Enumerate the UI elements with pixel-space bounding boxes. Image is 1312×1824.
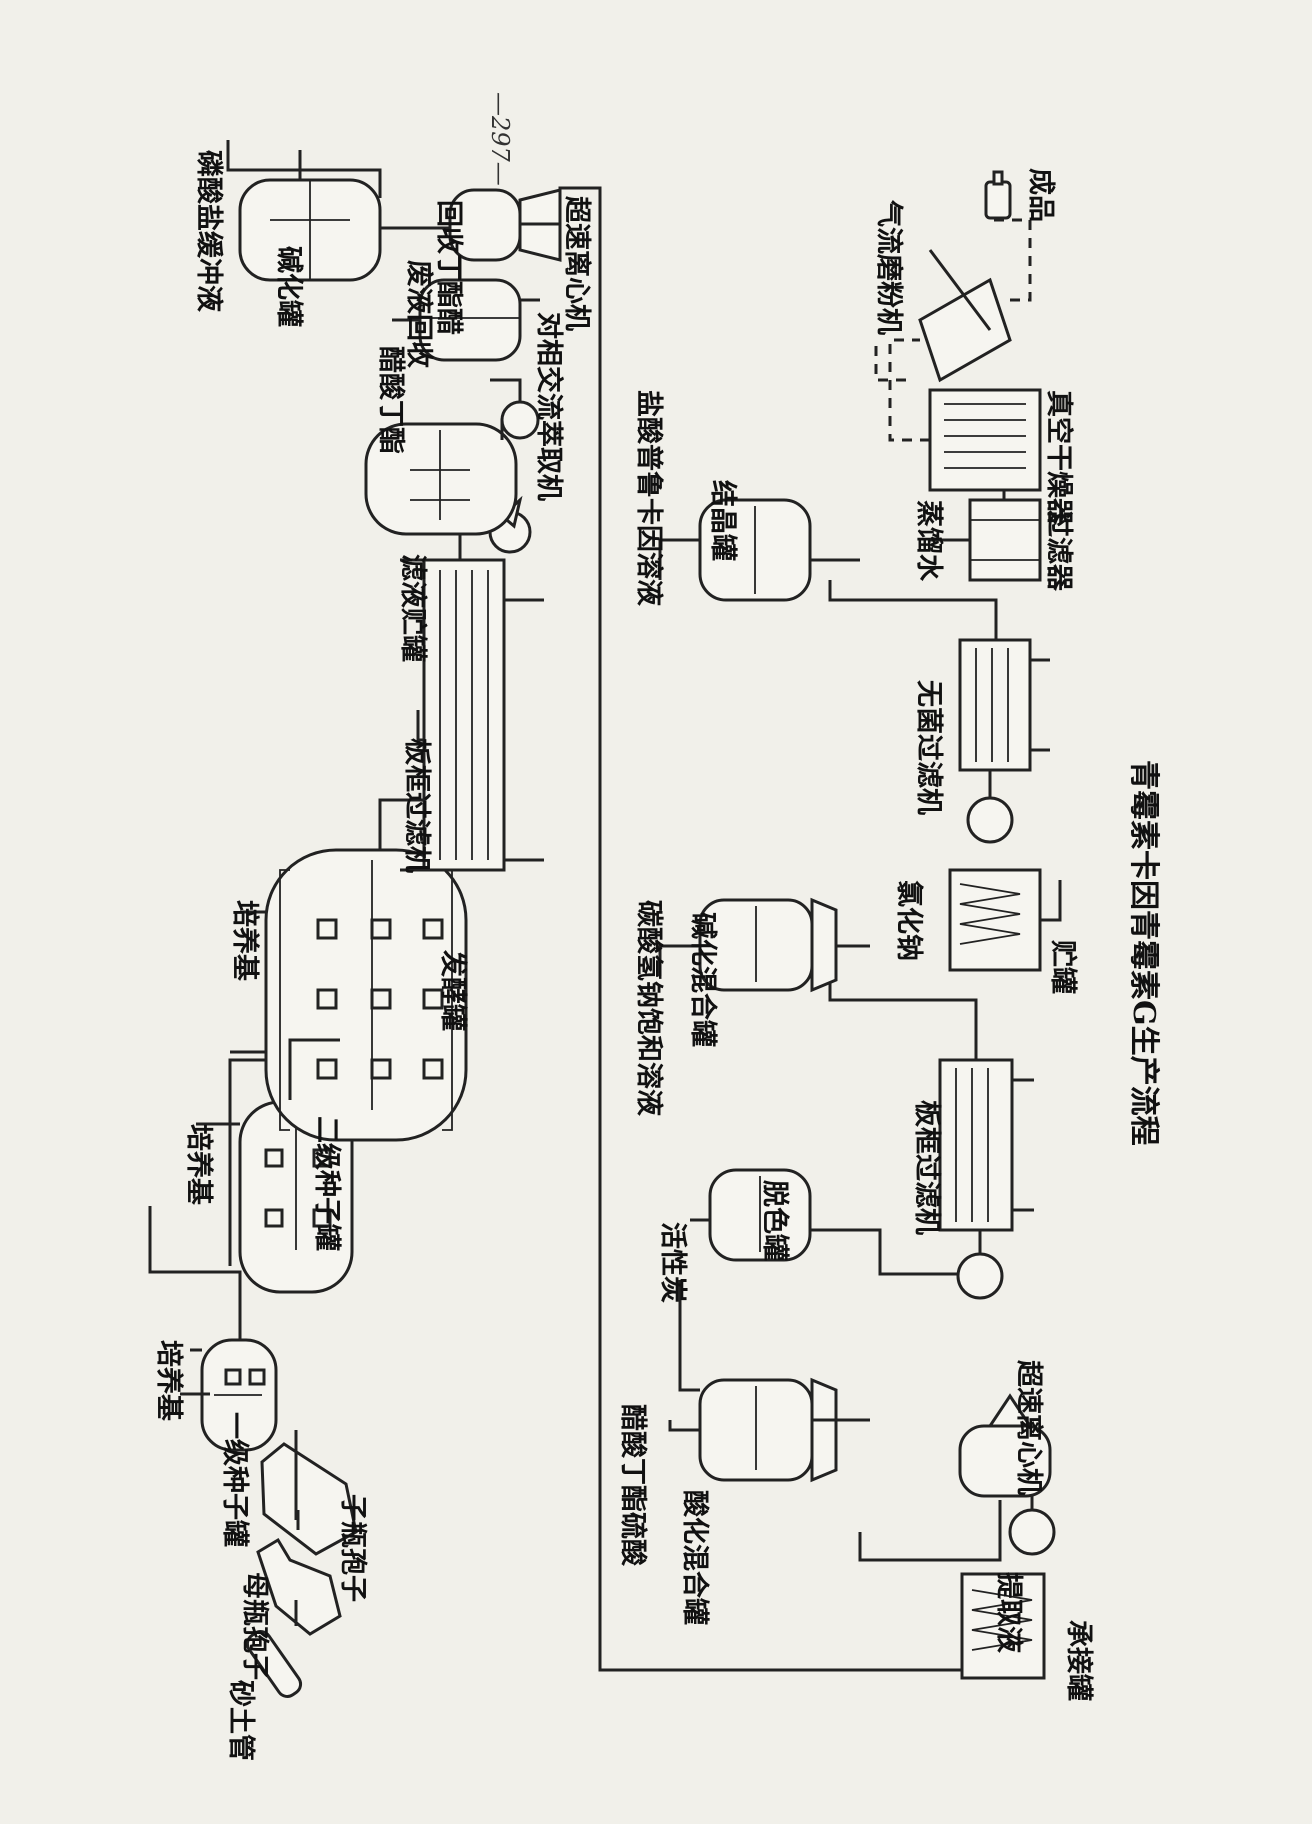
label-acidification-mixing-tank: 酸化混合罐 — [679, 1490, 711, 1625]
plate-frame-filter-bottom — [940, 1060, 1034, 1230]
label-ultracentrifuge-bottom: 超速离心机 — [1013, 1360, 1045, 1495]
label-sand-tube: 砂土管 — [225, 1680, 256, 1761]
label-storage-tank: 贮罐 — [1047, 940, 1079, 994]
pump-icon — [1010, 1510, 1054, 1554]
label-alkali-mixing-tank: 碱化混合罐 — [687, 912, 719, 1047]
pump-icon — [958, 1254, 1002, 1298]
label-receiving-tank: 承接罐 — [1063, 1620, 1095, 1701]
flow-line — [150, 1206, 240, 1340]
label-butyl-acetate-sulfuric: 醋酸丁酯硫酸 — [617, 1404, 649, 1567]
air-mill-icon — [920, 250, 1010, 380]
label-procaine-solution: 盐酸普鲁卡因溶液 — [633, 390, 665, 606]
label-vacuum-dryer: 真空干燥器 — [1043, 390, 1075, 526]
label-mother-flask: 母瓶孢子 — [239, 1572, 271, 1680]
label-butyl-acetate-top: 醋酸丁酯 — [375, 346, 406, 454]
flow-line — [860, 1500, 1000, 1560]
label-air-mill: 气流磨粉机 — [873, 199, 904, 335]
flow-line — [1040, 880, 1060, 920]
label-sodium-bicarbonate: 碳酸氢钠饱和溶液 — [633, 900, 665, 1116]
alkalization-tank — [240, 180, 380, 280]
diagram-title: 青霉素卡因青霉素G生产流程 — [1126, 760, 1161, 1146]
label-recovered-butyl-acetate: 回收丁酯醋 — [433, 200, 464, 335]
label-sodium-chloride: 氯化钠 — [893, 880, 925, 961]
label-plate-frame-filter-top: 板框过滤机 — [401, 738, 432, 873]
label-countercurrent-extractor: 对相交流萃取机 — [533, 312, 565, 501]
flow-line — [810, 1230, 960, 1274]
label-plate-frame-filter-bottom: 板框过滤机 — [911, 1100, 942, 1235]
filter — [970, 500, 1040, 580]
label-sterile-filter: 无菌过滤机 — [913, 680, 944, 815]
label-product: 成品 — [1025, 168, 1056, 222]
label-daughter-flask: 子瓶孢子 — [337, 1494, 369, 1602]
product-bottle-icon — [986, 172, 1010, 218]
label-ultracentrifuge-top: 超速离心机 — [561, 196, 593, 331]
vacuum-dryer — [930, 390, 1040, 490]
storage-tank — [950, 870, 1040, 970]
dashed-flow-line — [890, 340, 930, 440]
flow-line — [830, 970, 976, 1060]
page-number: —297— — [486, 92, 514, 186]
flow-line — [490, 380, 520, 402]
label-activated-carbon: 活性炭 — [657, 1222, 688, 1303]
label-medium-3: 培养基 — [229, 900, 261, 982]
label-medium-2: 培养基 — [183, 1124, 215, 1206]
flow-line — [830, 580, 996, 640]
label-waste-recovery: 废液回收 — [403, 260, 435, 368]
label-distilled-water: 蒸馏水 — [913, 500, 944, 582]
alkali-mixing-tank — [700, 900, 836, 990]
acidification-mixing-tank — [700, 1380, 836, 1480]
label-crystallization-tank: 结晶罐 — [707, 480, 739, 561]
label-primary-seed-tank: 一级种子罐 — [219, 1412, 251, 1547]
sterile-filter — [960, 640, 1050, 770]
label-fermentation-tank: 发酵罐 — [437, 949, 469, 1031]
pump-icon — [502, 402, 538, 438]
label-secondary-seed-tank: 二级种子罐 — [311, 1116, 343, 1251]
pump-icon — [968, 798, 1012, 842]
label-filtrate-storage-tank: 滤液贮罐 — [397, 554, 429, 662]
fermentation-tank — [266, 850, 466, 1140]
label-alkalization-tank: 碱化罐 — [273, 246, 305, 327]
label-phosphate-buffer: 磷酸盐缓冲液 — [193, 150, 224, 312]
feed-line — [670, 1420, 700, 1430]
label-extract-liquid: 提取液 — [993, 1572, 1024, 1653]
label-medium-1: 培养基 — [153, 1340, 185, 1422]
feed-line — [660, 540, 700, 580]
label-decolorization-tank: 脱色罐 — [759, 1180, 791, 1261]
